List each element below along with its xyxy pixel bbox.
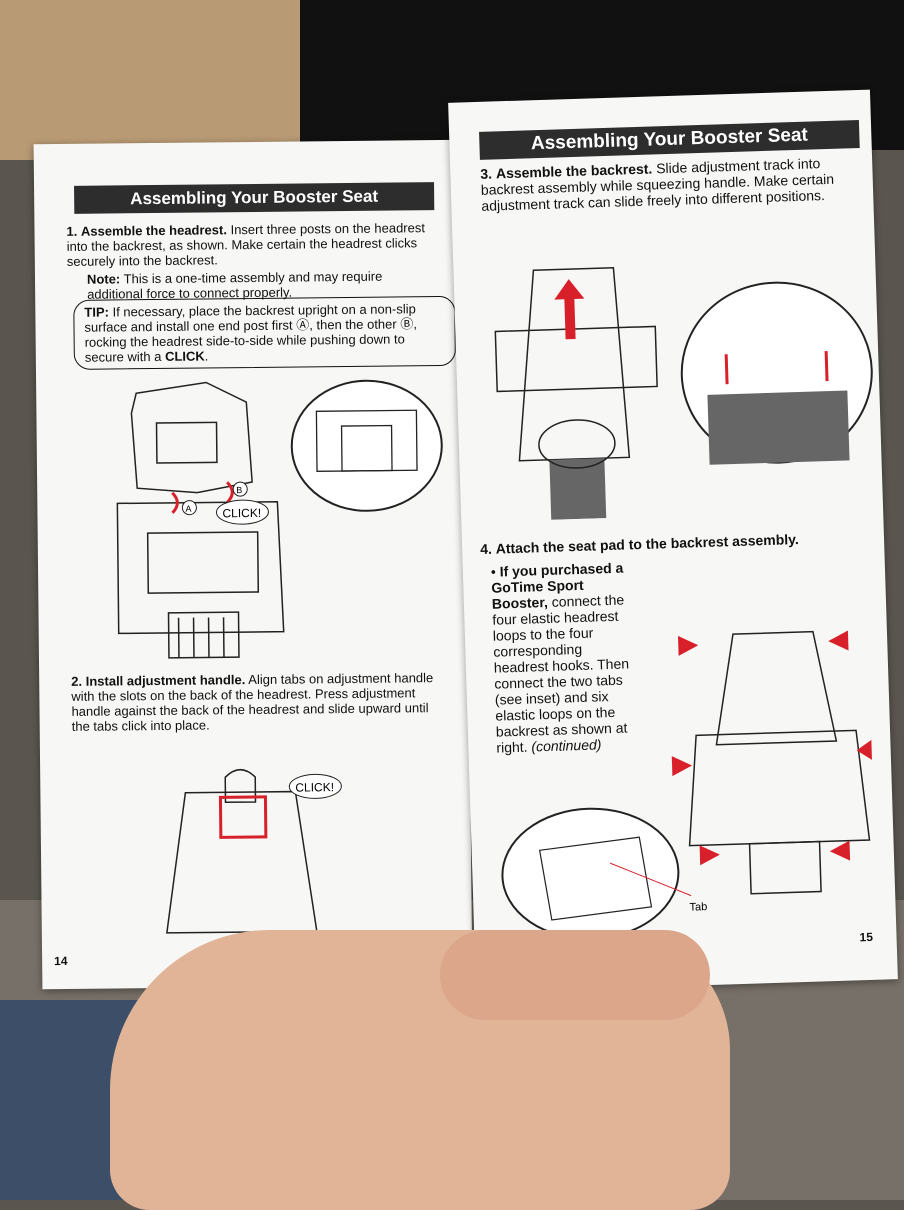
tab-inset-circle	[500, 806, 680, 941]
tip-period: .	[205, 348, 209, 363]
step-4-number: 4.	[480, 541, 492, 557]
detail-inset-circle	[291, 380, 442, 512]
red-arrow-5	[700, 845, 721, 866]
click-text-2: CLICK!	[295, 780, 334, 794]
step-1: 1. Assemble the headrest. Insert three p…	[66, 220, 426, 269]
page-number-right: 15	[859, 930, 873, 944]
step-1-heading: Assemble the headrest.	[81, 222, 227, 239]
headrest-assembly-illustration: A B CLICK!	[76, 370, 459, 674]
step-4: 4. Attach the seat pad to the backrest a…	[480, 530, 870, 557]
red-up-arrow	[554, 279, 586, 340]
click-text-1: CLICK!	[222, 506, 261, 520]
tip-box: TIP: If necessary, place the backrest up…	[73, 296, 456, 370]
step-2: 2. Install adjustment handle. Align tabs…	[71, 670, 442, 734]
page-title-banner: Assembling Your Booster Seat	[74, 182, 434, 214]
tip-emphasis: CLICK	[165, 348, 205, 363]
red-arrow-right	[826, 351, 827, 381]
red-arrow-2	[828, 631, 849, 652]
red-arrow-3	[672, 756, 693, 777]
manual-page-14: Assembling Your Booster Seat 1. Assemble…	[34, 140, 473, 989]
step-4-heading: Attach the seat pad to the backrest asse…	[495, 531, 799, 557]
note-label: Note:	[87, 271, 120, 286]
cardboard-box	[0, 0, 330, 160]
label-a: A	[185, 504, 191, 514]
label-b: B	[236, 485, 242, 495]
tab-label: Tab	[689, 901, 707, 914]
tip-label: TIP:	[84, 304, 109, 319]
step-3-number: 3.	[480, 166, 492, 182]
red-arrow-6	[830, 841, 851, 862]
step-1-number: 1.	[66, 224, 77, 239]
backrest-track-illustration	[473, 230, 882, 522]
manual-page-15: Assembling Your Booster Seat 3. Assemble…	[448, 90, 898, 993]
red-arrow-1	[678, 635, 699, 656]
seat-pad-illustration: Tab	[492, 609, 892, 951]
thumb	[440, 930, 710, 1020]
page-title-banner-right: Assembling Your Booster Seat	[479, 120, 860, 160]
step-3: 3. Assemble the backrest. Slide adjustme…	[480, 154, 861, 214]
page-number-left: 14	[54, 954, 68, 968]
step-2-heading: Install adjustment handle.	[86, 672, 246, 689]
red-arrow-left	[726, 354, 727, 384]
step-2-number: 2.	[71, 674, 82, 689]
adjustment-handle-illustration: CLICK!	[155, 761, 357, 943]
tip-text: If necessary, place the backrest upright…	[84, 301, 417, 364]
track-detail	[707, 390, 849, 464]
